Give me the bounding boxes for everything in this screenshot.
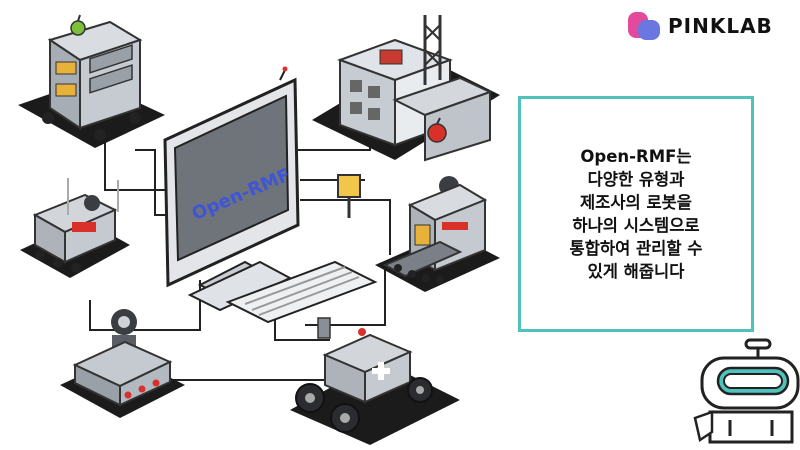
brand: PINKLAB — [628, 10, 773, 42]
robot-bottom-left — [60, 309, 185, 418]
info-callout-box: Open-RMF는 다양한 유형과 제조사의 로봇을 하나의 시스템으로 통합하… — [518, 96, 754, 332]
factory-building — [312, 15, 500, 162]
callout-line: Open-RMF는 — [580, 147, 692, 166]
medical-robot-vehicle — [290, 317, 460, 445]
computer-monitor: Open-RMF — [163, 66, 300, 312]
pinklab-logo-icon — [628, 12, 660, 40]
callout-line: 있게 해줍니다 — [587, 262, 685, 281]
callout-text: Open-RMF는 다양한 유형과 제조사의 로봇을 하나의 시스템으로 통합하… — [536, 145, 736, 283]
keyboard — [225, 260, 378, 324]
callout-line: 통합하여 관리할 수 — [569, 239, 703, 258]
robot-mascot-icon — [693, 338, 800, 444]
callout-line: 하나의 시스템으로 — [572, 216, 700, 235]
callout-line: 다양한 유형과 — [587, 170, 685, 189]
brand-name: PINKLAB — [668, 14, 773, 38]
server-robot — [18, 14, 165, 148]
callout-line: 제조사의 로봇을 — [579, 193, 692, 212]
tracked-robot-left — [20, 178, 130, 278]
tracked-robot-right — [375, 183, 500, 292]
